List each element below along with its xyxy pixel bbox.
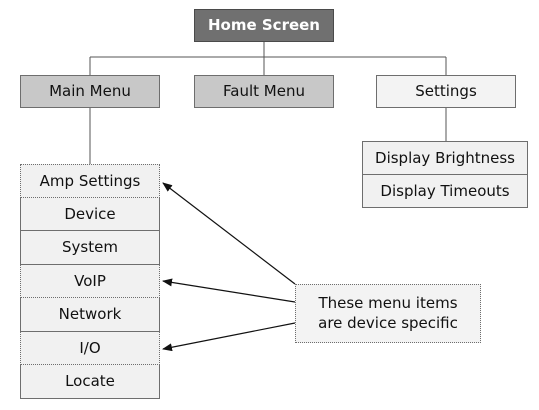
arrow-to-io — [162, 322, 296, 352]
menu-item-device: Device — [20, 197, 160, 231]
arrow-to-amp-settings — [162, 182, 296, 285]
menu-item-system: System — [20, 231, 160, 265]
settings-items-list: Display Brightness Display Timeouts — [362, 141, 528, 208]
settings-node: Settings — [376, 75, 516, 108]
main-menu-node: Main Menu — [20, 75, 160, 108]
menu-item-locate: Locate — [20, 365, 160, 399]
device-specific-note: These menu items are device specific — [295, 284, 481, 343]
main-menu-items-list: Amp Settings Device System VoIP Network … — [20, 164, 160, 399]
menu-item-network: Network — [20, 298, 160, 332]
home-screen-node: Home Screen — [194, 9, 334, 42]
settings-item-display-brightness: Display Brightness — [362, 141, 528, 175]
menu-item-io: I/O — [20, 331, 160, 365]
menu-item-amp-settings: Amp Settings — [20, 164, 160, 198]
fault-menu-node: Fault Menu — [194, 75, 334, 108]
settings-item-display-timeouts: Display Timeouts — [362, 174, 528, 208]
note-line-2: are device specific — [318, 313, 458, 332]
arrow-to-voip — [162, 278, 296, 303]
menu-item-voip: VoIP — [20, 264, 160, 298]
note-line-1: These menu items — [318, 294, 458, 312]
